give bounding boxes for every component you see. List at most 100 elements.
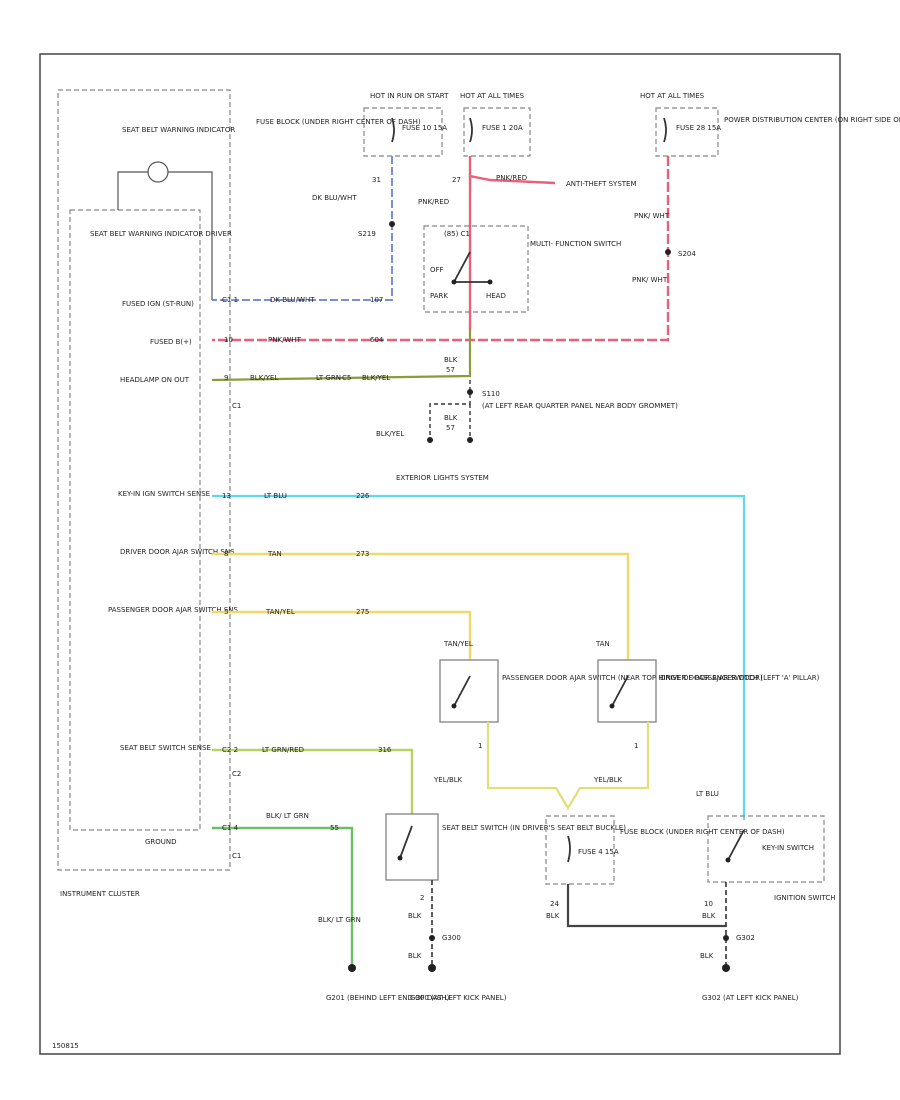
pass-door-label: PASSENGER DOOR AJAR SWITCH SNS xyxy=(108,606,239,614)
seat-belt-sense-label: SEAT BELT SWITCH SENSE xyxy=(120,744,211,752)
splice-s110-label: S110 xyxy=(482,390,500,398)
pnkred-horiz-label: PNK/RED xyxy=(496,174,527,182)
anti-theft-label: ANTI-THEFT SYSTEM xyxy=(566,180,637,188)
fuse-4-label: FUSE 4 15A xyxy=(578,848,619,856)
num-10: 10 xyxy=(704,900,713,908)
wire-blk-yel xyxy=(211,330,472,382)
wire-yel-blk xyxy=(486,722,650,811)
splice-s110-dot xyxy=(467,389,473,395)
wire-dkblu-label: DK BLU/WHT xyxy=(312,194,357,202)
headlamp-pin: 9 xyxy=(224,374,228,382)
fuse-top-right-hdr: HOT AT ALL TIMES xyxy=(640,92,705,100)
fuse-block-top-left xyxy=(363,107,443,157)
ground-label: GROUND xyxy=(145,838,177,846)
fuse-block-lower-label: FUSE BLOCK (UNDER RIGHT CENTER OF DASH) xyxy=(620,828,785,836)
splice-s219-label: S219 xyxy=(358,230,376,238)
g300-label: G300 (AT LEFT KICK PANEL) xyxy=(410,994,507,1002)
fuse-block-left-label: FUSE BLOCK (UNDER RIGHT CENTER OF DASH) xyxy=(256,118,421,126)
connector-c2-label: C2 xyxy=(232,770,241,778)
sb-pin: 2 xyxy=(420,894,424,902)
g201-label: G201 (BEHIND LEFT END OF DASH) xyxy=(326,994,450,1002)
g302-splice-dot xyxy=(723,935,729,941)
blk-b: BLK xyxy=(444,414,458,422)
headlamp-c5: C5 xyxy=(342,374,351,382)
power-dist-label: POWER DISTRIBUTION CENTER (ON RIGHT SIDE… xyxy=(724,116,900,124)
blk-ltgrn-label: BLK/ LT GRN xyxy=(318,916,361,924)
g300-splice-dot xyxy=(429,935,435,941)
splice-s204-dot xyxy=(665,249,671,255)
wire-dk-blu xyxy=(212,156,393,301)
fused-ign-pin: C1 1 xyxy=(222,296,238,304)
driver-switch-dot xyxy=(609,703,615,709)
instrument-cluster-box xyxy=(57,89,231,871)
yel-blk-right: YEL/BLK xyxy=(593,776,623,784)
seat-belt-warning-indicator-label: SEAT BELT WARNING INDICATOR xyxy=(122,126,235,134)
pass-switch-label: PASSENGER DOOR AJAR SWITCH (NEAR TOP HIN… xyxy=(502,674,763,682)
g201-dot xyxy=(348,964,356,972)
seat-belt-switch-label: SEAT BELT SWITCH (IN DRIVER'S SEAT BELT … xyxy=(442,824,626,832)
connector-c1b-label: C1 xyxy=(232,852,241,860)
mfs-park: PARK xyxy=(430,292,448,300)
fuse-block-lower-box xyxy=(545,815,615,885)
wire-blk-lt-grn xyxy=(212,826,354,968)
wire-tan-yel xyxy=(212,610,472,660)
blkyel-lower: BLK/YEL xyxy=(376,430,404,438)
blk-low-right: BLK xyxy=(700,952,714,960)
g302-dot xyxy=(722,964,730,972)
seat-belt-warning-lamp xyxy=(147,161,169,183)
driver-door-num: 273 xyxy=(356,550,369,558)
driver-door-wire: TAN xyxy=(267,550,282,558)
passenger-switch-blade xyxy=(453,675,471,707)
ignition-switch-box xyxy=(707,815,825,883)
blk-10: BLK xyxy=(702,912,716,920)
seat-belt-warning-driver-label: SEAT BELT WARNING INDICATOR DRIVER xyxy=(90,230,232,238)
wire-27-label: 27 xyxy=(452,176,461,184)
seat-belt-switch-blade xyxy=(399,825,413,859)
headlamp-wire: BLK/YEL xyxy=(250,374,278,382)
mfs-dot-2 xyxy=(487,279,493,285)
blk-24: BLK xyxy=(546,912,560,920)
fuse-1-label: FUSE 1 20A xyxy=(482,124,523,132)
pdc-top-right xyxy=(655,107,719,157)
passenger-door-switch-box xyxy=(439,659,499,723)
mfs-dot-1 xyxy=(451,279,457,285)
multi-function-switch-box xyxy=(423,225,529,313)
fused-ign-num: 107 xyxy=(370,296,383,304)
fuse-top-mid-hdr: HOT AT ALL TIMES xyxy=(460,92,525,100)
ground-pin: C1 4 xyxy=(222,824,239,832)
fuse-4-symbol xyxy=(567,835,571,863)
pass-door-wire: TAN/YEL xyxy=(265,608,295,616)
driver-door-switch-box xyxy=(597,659,657,723)
lamp-wire xyxy=(117,171,213,300)
fused-bplus-label: FUSED B(+) xyxy=(150,338,192,346)
driver-door-label: DRIVER DOOR AJAR SWITCH SNS xyxy=(120,548,235,556)
splice-s204-label: S204 xyxy=(678,250,696,258)
fuse-28-label: FUSE 28 15A xyxy=(676,124,721,132)
ignition-switch-label: IGNITION SWITCH xyxy=(774,894,836,902)
blk-low-mid: BLK xyxy=(408,952,422,960)
blk-a: BLK xyxy=(444,356,458,364)
seat-belt-num: 316 xyxy=(378,746,392,754)
fuse-1-symbol xyxy=(469,117,473,143)
instrument-cluster-label: INSTRUMENT CLUSTER xyxy=(60,890,140,898)
passenger-switch-dot xyxy=(451,703,457,709)
mfs-title: MULTI- FUNCTION SWITCH xyxy=(530,240,621,248)
blk-mid: BLK xyxy=(408,912,422,920)
seat-belt-pin: C2 2 xyxy=(222,746,238,754)
pnk-wht-2: PNK/ WHT xyxy=(632,276,668,284)
splice-s110-loc: (AT LEFT REAR QUARTER PANEL NEAR BODY GR… xyxy=(482,402,678,410)
wire-blk-fuse-to-g302 xyxy=(566,884,726,928)
fused-bplus-pin: 10 xyxy=(224,336,233,344)
seat-belt-indicator-driver-box xyxy=(69,209,201,831)
blk-b-num: 57 xyxy=(446,424,455,432)
pass-switch-pin: 1 xyxy=(478,742,482,750)
g302-right: G302 xyxy=(736,934,755,942)
mfs-off: OFF xyxy=(430,266,444,274)
seat-belt-switch-dot xyxy=(397,855,403,861)
driver-switch-label: DRIVER DOOR AJAR SWITCH (LEFT 'A' PILLAR… xyxy=(660,674,820,682)
fused-ign-label: FUSED IGN (ST-RUN) xyxy=(122,300,194,308)
pnk-wht-1: PNK/ WHT xyxy=(634,212,670,220)
figure-id: 150815 xyxy=(52,1042,79,1050)
headlamp-blkyel2: BLK/YEL xyxy=(362,374,390,382)
